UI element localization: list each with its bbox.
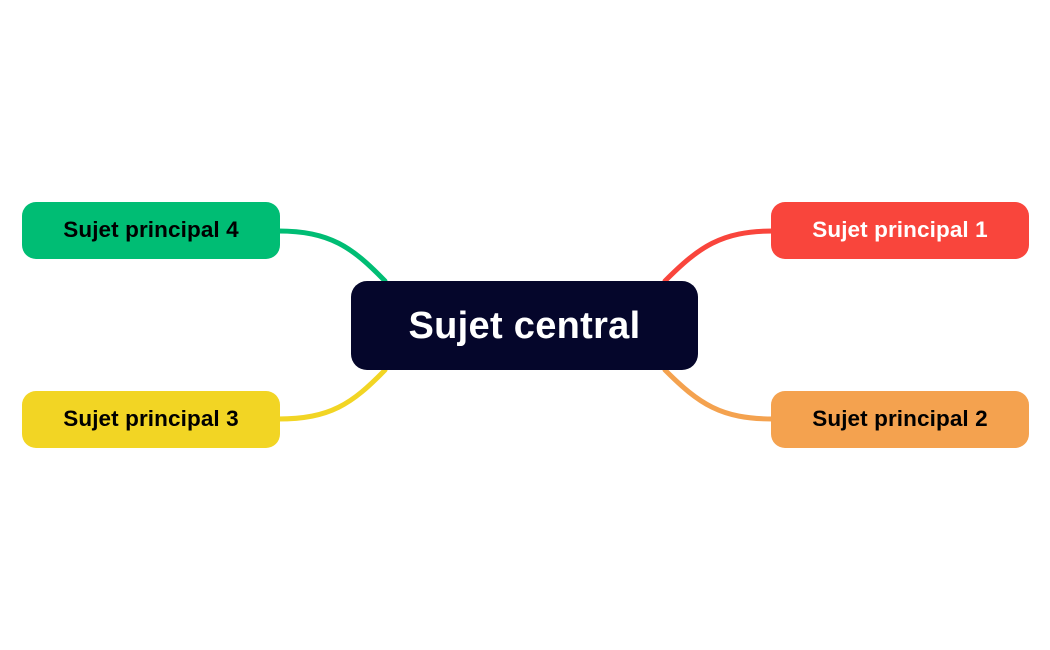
- connector-topright: [662, 228, 776, 284]
- branch-node-bottomleft[interactable]: Sujet principal 3: [22, 391, 280, 448]
- connector-bottomright: [662, 367, 776, 422]
- branch-node-bottomright-label: Sujet principal 2: [812, 406, 988, 432]
- branch-node-topleft[interactable]: Sujet principal 4: [22, 202, 280, 259]
- branch-node-bottomright[interactable]: Sujet principal 2: [771, 391, 1029, 448]
- branch-node-topleft-label: Sujet principal 4: [63, 217, 239, 243]
- branch-node-topright[interactable]: Sujet principal 1: [771, 202, 1029, 259]
- connector-topleft: [275, 228, 388, 284]
- branch-node-bottomleft-label: Sujet principal 3: [63, 406, 239, 432]
- central-node[interactable]: Sujet central: [351, 281, 698, 370]
- branch-node-topright-label: Sujet principal 1: [812, 217, 988, 243]
- central-node-label: Sujet central: [408, 304, 641, 347]
- connector-bottomleft: [275, 367, 388, 422]
